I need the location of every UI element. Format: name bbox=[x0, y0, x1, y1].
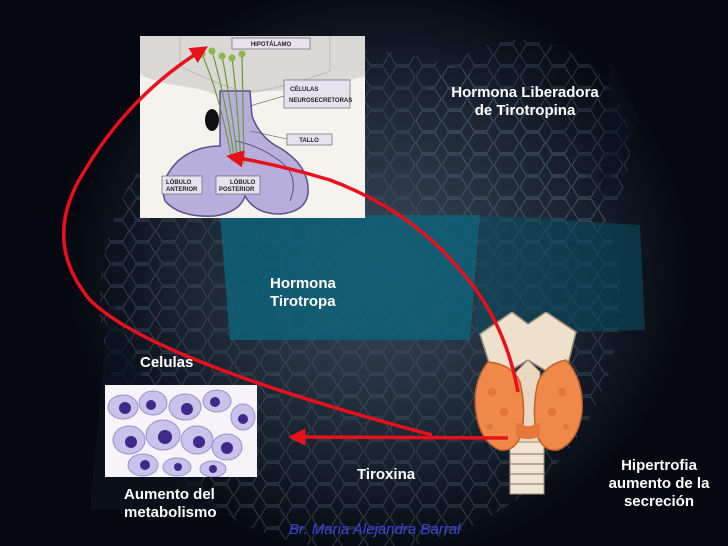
trh-line2: de Tirotropina bbox=[430, 102, 620, 120]
cells-label: Celulas bbox=[140, 354, 193, 372]
tiroxina-label: Tiroxina bbox=[357, 466, 415, 484]
hypertrophy-line1: Hipertrofia bbox=[592, 457, 726, 475]
trh-line1: Hormona Liberadora bbox=[430, 84, 620, 102]
tsh-to-hypothalamus-arrow bbox=[64, 50, 432, 435]
tsh-label: Hormona Tirotropa bbox=[270, 275, 336, 311]
author-signature: Br. Maria Alejandra Barral bbox=[289, 521, 460, 538]
tiroxina-to-cells-arrow bbox=[295, 437, 508, 438]
hypertrophy-line2: aumento de la bbox=[592, 475, 726, 493]
metabolism-label: Aumento del metabolismo bbox=[124, 486, 217, 522]
hypertrophy-label: Hipertrofia aumento de la secreción bbox=[592, 457, 726, 511]
metabolism-line1: Aumento del bbox=[124, 486, 217, 504]
metabolism-line2: metabolismo bbox=[124, 504, 217, 522]
tsh-line2: Tirotropa bbox=[270, 293, 336, 311]
hypertrophy-line3: secreción bbox=[592, 493, 726, 511]
tsh-line1: Hormona bbox=[270, 275, 336, 293]
trh-label: Hormona Liberadora de Tirotropina bbox=[430, 84, 620, 120]
